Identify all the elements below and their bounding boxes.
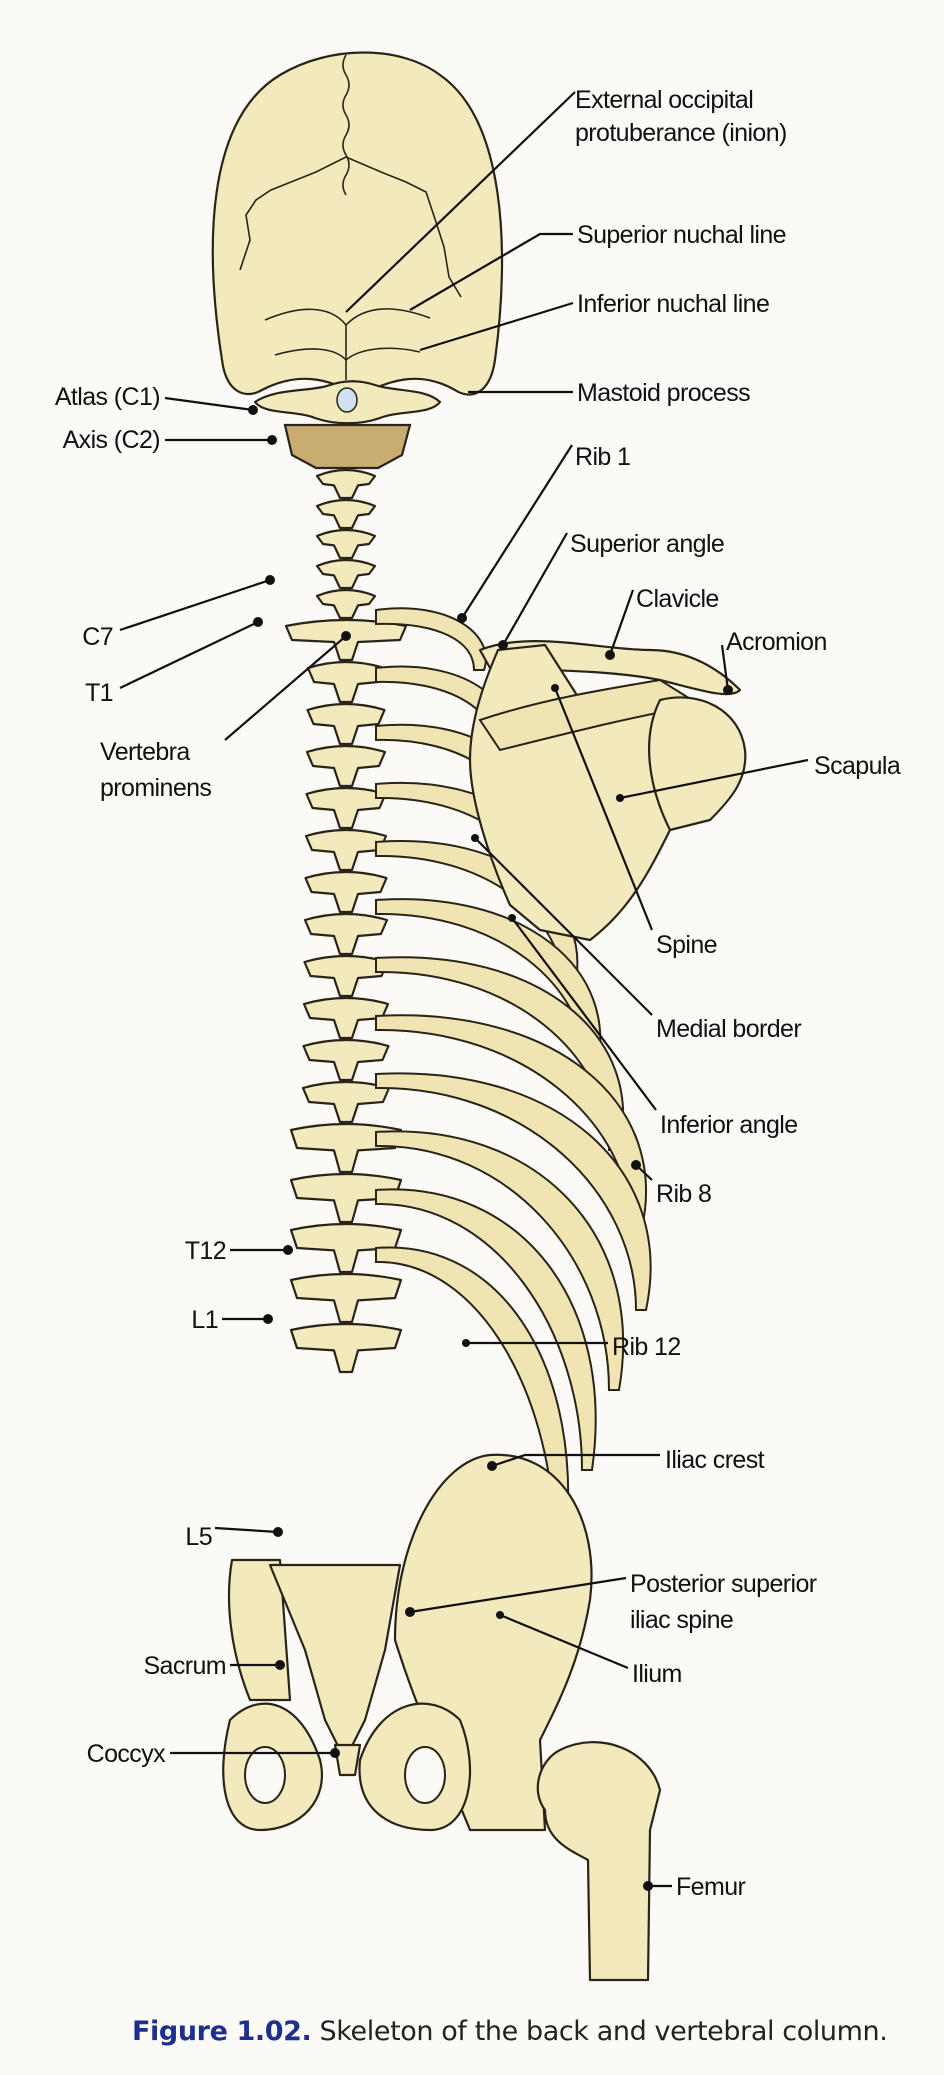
axis-vertebra [283,423,412,470]
label-axis: Axis (C2) [63,426,160,454]
vertebra [306,660,386,704]
label-ilium: Ilium [632,1660,682,1688]
vertebra [315,588,377,620]
vertebra [315,528,377,560]
vertebra [304,870,388,914]
label-medial-border: Medial border [656,1015,801,1043]
label-external-occipital-protuberance: External occipital [575,86,753,114]
label-atlas: Atlas (C1) [55,383,160,411]
label-clavicle: Clavicle [636,585,719,613]
obturator-foramen-left [244,1746,286,1804]
femur-bone [536,1741,662,1982]
label-inferior-nuchal-line: Inferior nuchal line [577,290,769,318]
label-inferior-angle: Inferior angle [660,1111,798,1139]
label-coccyx: Coccyx [87,1740,166,1768]
label-posterior-superior-iliac-spine: Posterior superior [630,1570,817,1598]
rib [375,607,487,671]
vertebra [302,996,390,1040]
label-iliac-crest: Iliac crest [665,1446,765,1474]
label-l1: L1 [191,1306,218,1334]
lambdoid-suture [239,156,462,298]
labels: External occipital protuberance (inion) … [55,86,902,1901]
label-superior-angle: Superior angle [570,530,724,558]
label-femur: Femur [676,1873,746,1901]
label-vertebra-prominens-2: prominens [100,774,211,802]
label-spine: Spine [656,931,717,959]
leader-lines [119,91,809,1891]
label-rib-1: Rib 1 [575,443,630,471]
label-l5: L5 [185,1523,212,1551]
rib [375,1072,652,1311]
coccyx-bone [333,1743,362,1777]
label-acromion: Acromion [726,628,827,656]
foramen-magnum [336,387,358,413]
sacrum-bone [268,1563,402,1762]
label-rib-12: Rib 12 [612,1333,681,1361]
vertebra [289,1122,403,1174]
vertebra [289,1322,403,1374]
vertebra [304,828,388,872]
label-mastoid-process: Mastoid process [577,379,750,407]
label-sacrum: Sacrum [143,1652,226,1680]
humerus-head [648,696,747,832]
vertebra [305,744,387,788]
vertebra [315,468,377,500]
label-rib-8: Rib 8 [656,1180,711,1208]
caption-text: Skeleton of the back and vertebral colum… [319,2016,888,2047]
sagittal-suture [342,54,350,196]
label-vertebra-prominens: Vertebra [100,738,190,766]
label-posterior-superior-iliac-spine-2: iliac spine [630,1606,733,1634]
figure-caption: Figure 1.02. Skeleton of the back and ve… [132,2016,888,2047]
label-t12: T12 [185,1237,226,1265]
vertebra [305,786,387,830]
label-superior-nuchal-line: Superior nuchal line [577,221,786,249]
vertebra [289,1272,403,1324]
vertebral-column [284,468,408,1374]
skull [211,51,504,397]
label-scapula: Scapula [814,752,901,780]
vertebra [303,912,389,956]
obturator-foramen-right [404,1746,446,1804]
rib [375,1130,625,1391]
vertebra [315,498,377,530]
vertebra [306,702,386,746]
figure-number: Figure 1.02. [132,2016,312,2047]
vertebra [289,1222,403,1274]
vertebra [302,1038,390,1082]
skeleton-drawing [211,51,747,1982]
vertebra [315,558,377,590]
pubic-region [222,1702,472,1832]
rib [375,1188,597,1471]
label-t1: T1 [85,679,113,707]
label-external-occipital-protuberance-2: protuberance (inion) [575,119,787,147]
vertebra [289,1172,403,1224]
label-c7: C7 [82,623,113,651]
